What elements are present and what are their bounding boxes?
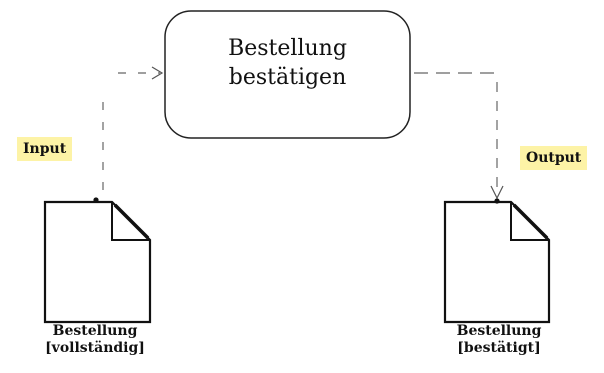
- activity-label-line1: Bestellung: [228, 36, 347, 61]
- output-flow-arrowhead: [490, 185, 504, 200]
- activity-node: [164, 10, 411, 139]
- input-document-icon: [43, 197, 152, 324]
- input-flow-arrowhead: [151, 66, 164, 80]
- activity-label: Bestellung bestätigen: [165, 34, 410, 92]
- output-document-icon: [443, 198, 551, 324]
- input-document-caption-line2: [vollständig]: [45, 340, 145, 356]
- output-tag: Output: [520, 146, 588, 170]
- input-tag-label: Input: [23, 141, 67, 157]
- input-document-caption: Bestellung [vollständig]: [30, 323, 160, 357]
- input-tag: Input: [17, 137, 73, 161]
- output-document-caption-line2: [bestätigt]: [457, 340, 541, 356]
- activity-label-line2: bestätigen: [228, 65, 347, 90]
- output-tag-label: Output: [526, 150, 582, 166]
- input-document-caption-line1: Bestellung: [52, 323, 138, 339]
- output-document-caption-line1: Bestellung: [456, 323, 542, 339]
- output-document-caption: Bestellung [bestätigt]: [434, 323, 564, 357]
